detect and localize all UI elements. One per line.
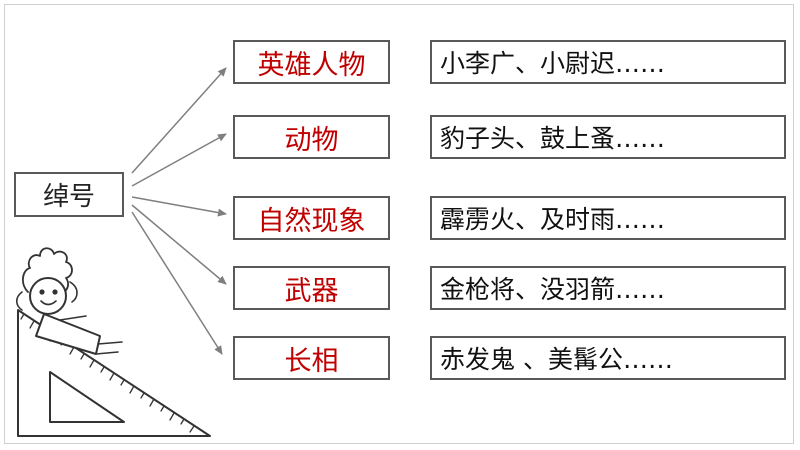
arrow-to-animals <box>131 133 227 187</box>
category-label: 自然现象 <box>257 205 366 237</box>
arrow-to-looks <box>131 211 223 355</box>
arrow-to-weapons <box>131 204 227 285</box>
nickname-root-box: 绰号 <box>14 172 124 217</box>
examples-text: 赤发鬼 、美髯公…… <box>440 345 673 374</box>
examples-box-weapons: 金枪将、没羽箭…… <box>430 266 786 310</box>
category-box-looks: 长相 <box>233 336 390 380</box>
examples-text: 霹雳火、及时雨…… <box>440 205 666 234</box>
category-label: 长相 <box>284 345 339 377</box>
category-box-weapons: 武器 <box>233 266 390 310</box>
examples-box-looks: 赤发鬼 、美髯公…… <box>430 336 786 380</box>
slide-frame <box>4 4 794 444</box>
examples-text: 豹子头、鼓上蚤…… <box>440 124 666 153</box>
examples-text: 小李广、小尉迟…… <box>440 49 666 78</box>
category-label: 动物 <box>284 124 339 156</box>
category-label: 武器 <box>284 275 339 307</box>
ruler-girl-illustration <box>15 247 211 437</box>
examples-box-nature: 霹雳火、及时雨…… <box>430 196 786 240</box>
category-box-animals: 动物 <box>233 115 390 159</box>
category-label: 英雄人物 <box>257 49 366 81</box>
arrow-to-nature <box>131 196 227 217</box>
category-box-nature: 自然现象 <box>233 196 390 240</box>
examples-box-animals: 豹子头、鼓上蚤…… <box>430 115 786 159</box>
examples-box-heroes: 小李广、小尉迟…… <box>430 40 786 84</box>
arrow-to-heroes <box>131 67 227 174</box>
examples-text: 金枪将、没羽箭…… <box>440 275 666 304</box>
root-label: 绰号 <box>42 182 95 212</box>
category-box-heroes: 英雄人物 <box>233 40 390 84</box>
